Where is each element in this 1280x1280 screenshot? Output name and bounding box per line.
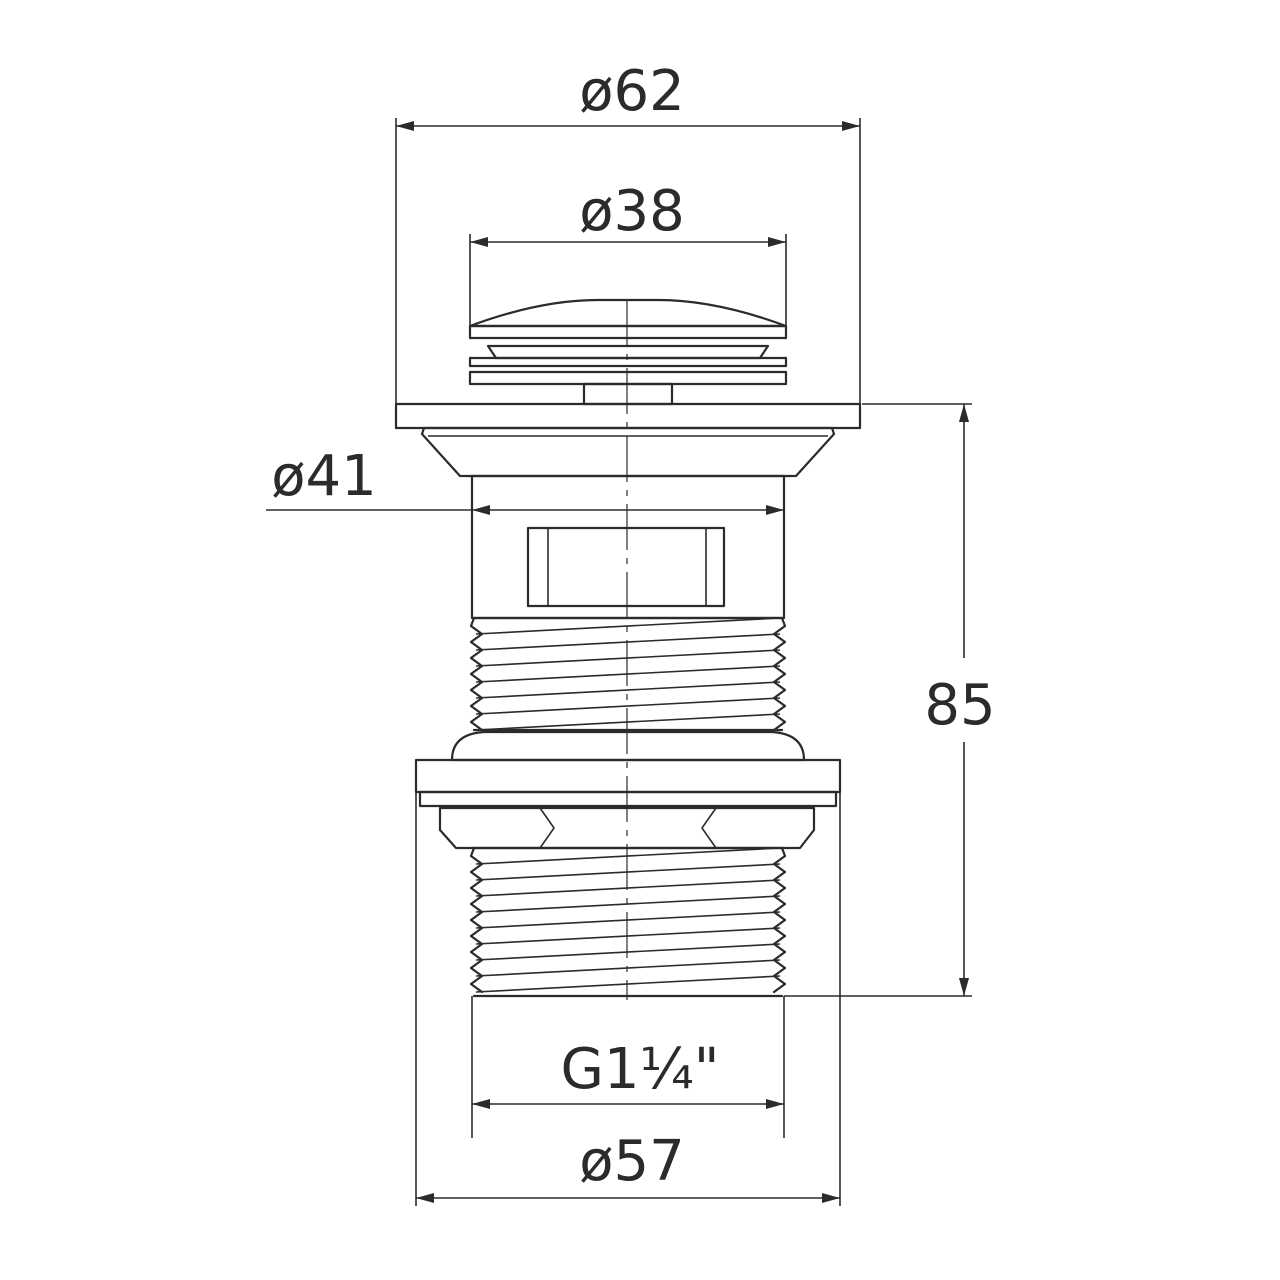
thread-crest-line [475,863,781,881]
plug-cap [468,298,788,406]
upper-thread [469,616,787,732]
dimension-cap-diameter: ø38 [469,179,787,326]
thread-crest-line [475,895,781,913]
thread-crest-line [475,617,781,635]
thread-crest-line [475,975,781,993]
thread-crest-line [475,959,781,977]
lock-nut [414,730,842,850]
thread-crest-line [475,943,781,961]
lower-thread [469,846,787,998]
thread-right-profile [772,616,787,732]
thread-left-profile [469,616,484,732]
thread-right-profile [772,846,787,994]
thread-crest-line [475,681,781,699]
base-diameter-label: ø57 [579,1129,685,1194]
thread-crest-line [475,697,781,715]
body-diameter-label: ø41 [271,444,377,509]
thread-left-profile [469,846,484,994]
flange [394,402,862,478]
thread-crest-line [475,633,781,651]
top-diameter-label: ø62 [579,59,685,124]
dimension-body-diameter: ø41 [266,444,784,515]
dimension-height: 85 [784,403,996,997]
height-label: 85 [924,673,995,738]
thread-crest-line [475,665,781,683]
dimension-thread: G1¼" [471,996,785,1138]
dimension-base-diameter: ø57 [415,792,841,1206]
upper-body [470,474,786,620]
thread-label: G1¼" [560,1037,719,1102]
thread-crest-line [475,847,781,865]
thread-crest-line [475,879,781,897]
dimension-top-diameter: ø62 [395,59,861,404]
thread-crest-line [475,927,781,945]
cap-diameter-label: ø38 [579,179,685,244]
thread-crest-line [475,713,781,731]
thread-crest-line [475,911,781,929]
thread-crest-line [475,649,781,667]
